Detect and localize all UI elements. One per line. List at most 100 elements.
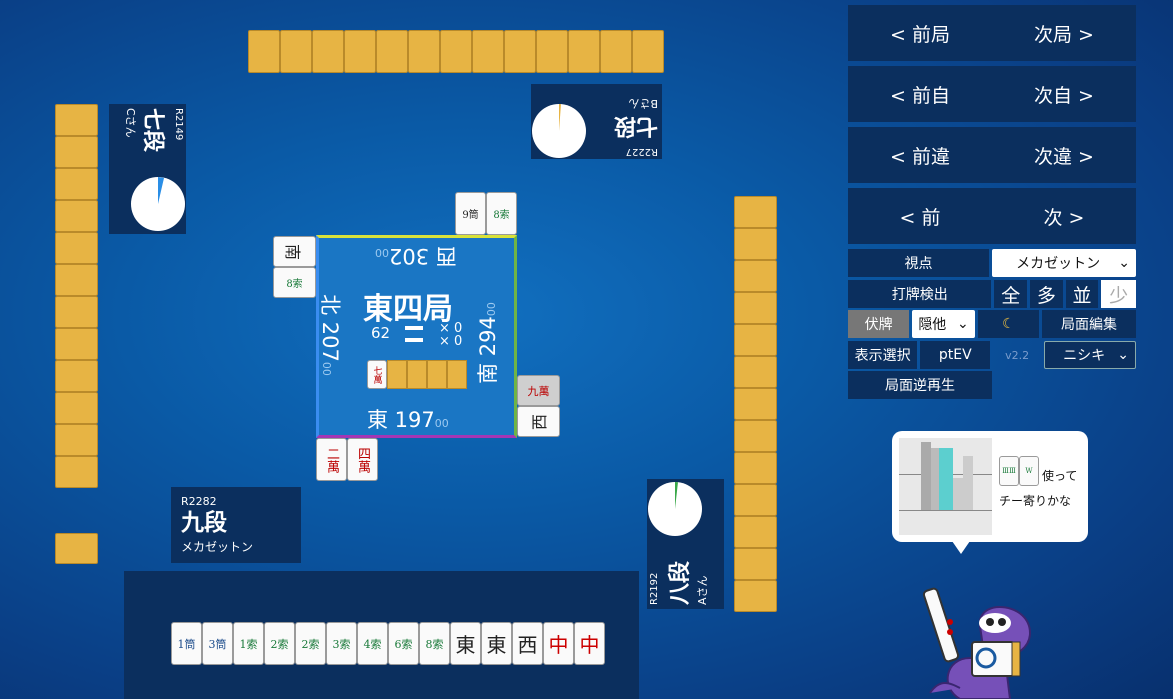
- player-self-box: R2282 九段 メカゼットン: [171, 487, 301, 563]
- west-score: 西 30200: [375, 244, 457, 268]
- player-top-rating: R2227: [625, 146, 658, 157]
- hand-tile[interactable]: 東: [481, 622, 512, 665]
- advice-tile: ⅢⅢ: [999, 456, 1019, 486]
- prev-self-button[interactable]: < 前自: [890, 84, 950, 107]
- hidden-tiles-button[interactable]: 伏牌: [848, 310, 910, 338]
- display-select-button[interactable]: 表示選択: [848, 341, 918, 369]
- chevron-down-icon: ⌄: [1117, 347, 1129, 363]
- player-right-rank: 八段: [668, 560, 693, 605]
- edit-position-button[interactable]: 局面編集: [1042, 310, 1136, 338]
- hand-tile[interactable]: 1筒: [171, 622, 202, 665]
- player-right-time-pie: [648, 482, 702, 536]
- player-left-box: R2149 七段 Cさん: [109, 104, 186, 234]
- bubble-tail: [952, 541, 970, 554]
- dora-tile: 七萬: [367, 360, 387, 389]
- chevron-down-icon: ⌄: [957, 316, 969, 332]
- detect-option-all[interactable]: 全: [994, 280, 1028, 308]
- detect-option-few[interactable]: 少: [1101, 280, 1136, 308]
- reverse-play-button[interactable]: 局面逆再生: [848, 371, 992, 399]
- ptev-button[interactable]: ptEV: [920, 341, 991, 369]
- player-self-rank: 九段: [181, 510, 227, 536]
- center-score-panel: 西 30200 東四局 62 × 0 × 0 七萬 東 19700 南 2940…: [316, 235, 517, 438]
- east-score: 東 19700: [367, 408, 449, 432]
- player-left-name: Cさん: [124, 108, 137, 138]
- moon-icon[interactable]: ☾: [977, 310, 1040, 338]
- hand-tile[interactable]: 2索: [264, 622, 295, 665]
- meld-tile: 西: [517, 406, 560, 437]
- advice-bubble: ⅢⅢ W 使って チー寄りかな: [892, 431, 1088, 542]
- left-wall: [55, 104, 98, 488]
- meld-tile: 8索: [486, 192, 517, 235]
- left-melds: 南 8索: [273, 236, 316, 298]
- player-top-rank: 七段: [613, 113, 658, 138]
- advice-chart: [899, 438, 992, 535]
- step-nav: < 前 次 >: [848, 188, 1136, 244]
- detect-option-many[interactable]: 多: [1030, 280, 1063, 308]
- top-wall: [248, 30, 664, 73]
- honba-count: × 0 × 0: [439, 321, 463, 349]
- prev-button[interactable]: < 前: [899, 206, 941, 229]
- meld-tile: 南: [273, 236, 316, 267]
- player-right-rating: R2192: [649, 572, 660, 605]
- detect-label: 打牌検出: [848, 280, 992, 308]
- hand-tile[interactable]: 8索: [419, 622, 450, 665]
- player-top-time-pie: [532, 104, 586, 158]
- hand-tile[interactable]: 西: [512, 622, 543, 665]
- top-melds: 9筒 8索: [455, 192, 517, 235]
- south-score: 南 29400: [476, 302, 500, 384]
- display-row: 表示選択 ptEV v2.2 ニシキ⌄: [848, 341, 1136, 369]
- hand-tile[interactable]: 6索: [388, 622, 419, 665]
- meld-tile: 8索: [273, 267, 316, 298]
- left-wall-extra: [55, 533, 98, 564]
- viewpoint-label: 視点: [848, 249, 989, 277]
- player-right-box: R2192 八段 Aさん: [647, 479, 724, 609]
- self-nav: < 前自 次自 >: [848, 66, 1136, 122]
- viewpoint-row: 視点 メカゼットン⌄: [848, 249, 1136, 277]
- right-melds: 九萬 西: [517, 375, 560, 437]
- ai-select[interactable]: ニシキ⌄: [1043, 341, 1136, 369]
- right-wall: [734, 196, 777, 612]
- next-self-button[interactable]: 次自 >: [1034, 84, 1094, 107]
- player-right-name: Aさん: [696, 575, 709, 605]
- hand-tile[interactable]: 東: [450, 622, 481, 665]
- hand-tile[interactable]: 4索: [357, 622, 388, 665]
- prev-round-button[interactable]: < 前局: [890, 23, 950, 46]
- hand-tile[interactable]: 3筒: [202, 622, 233, 665]
- hand-tile[interactable]: 1索: [233, 622, 264, 665]
- prev-diff-button[interactable]: < 前違: [890, 145, 950, 168]
- chevron-down-icon: ⌄: [1118, 255, 1130, 271]
- hand-tile[interactable]: 2索: [295, 622, 326, 665]
- round-nav: < 前局 次局 >: [848, 5, 1136, 61]
- advice-tile: W: [1019, 456, 1039, 486]
- meld-tile: 二萬: [316, 438, 347, 481]
- advice-text-1: 使って: [1042, 469, 1078, 483]
- player-self-name: メカゼットン: [181, 540, 254, 554]
- advice-tiles: ⅢⅢ W: [999, 456, 1039, 486]
- detect-option-normal[interactable]: 並: [1065, 280, 1099, 308]
- next-round-button[interactable]: 次局 >: [1034, 23, 1094, 46]
- player-left-rank: 七段: [140, 108, 165, 153]
- meld-tile: 四萬: [347, 438, 378, 481]
- player-top-name: Bさん: [628, 97, 658, 110]
- detect-row: 打牌検出 全 多 並 少: [848, 280, 1136, 308]
- viewpoint-select[interactable]: メカゼットン⌄: [992, 249, 1136, 277]
- self-melds: 二萬 四萬: [316, 438, 378, 481]
- version-label: v2.2: [1005, 348, 1030, 362]
- hand-tile[interactable]: 3索: [326, 622, 357, 665]
- dora-indicators: 七萬: [367, 360, 467, 389]
- player-self-rating: R2282: [181, 495, 217, 508]
- player-top-box: R2227 七段 Bさん: [531, 84, 662, 159]
- hidden-select[interactable]: 隠他⌄: [912, 310, 975, 338]
- remaining-count: 62: [371, 324, 391, 342]
- meld-tile: 9筒: [455, 192, 486, 235]
- round-name: 東四局: [363, 292, 453, 327]
- hand-tile[interactable]: 中: [574, 622, 605, 665]
- diff-nav: < 前違 次違 >: [848, 127, 1136, 183]
- hidden-row: 伏牌 隠他⌄ ☾ 局面編集: [848, 310, 1136, 338]
- player-left-rating: R2149: [173, 108, 184, 141]
- next-button[interactable]: 次 >: [1043, 206, 1085, 229]
- hand-tile[interactable]: 中: [543, 622, 574, 665]
- stick-icons: [405, 326, 423, 346]
- next-diff-button[interactable]: 次違 >: [1034, 145, 1094, 168]
